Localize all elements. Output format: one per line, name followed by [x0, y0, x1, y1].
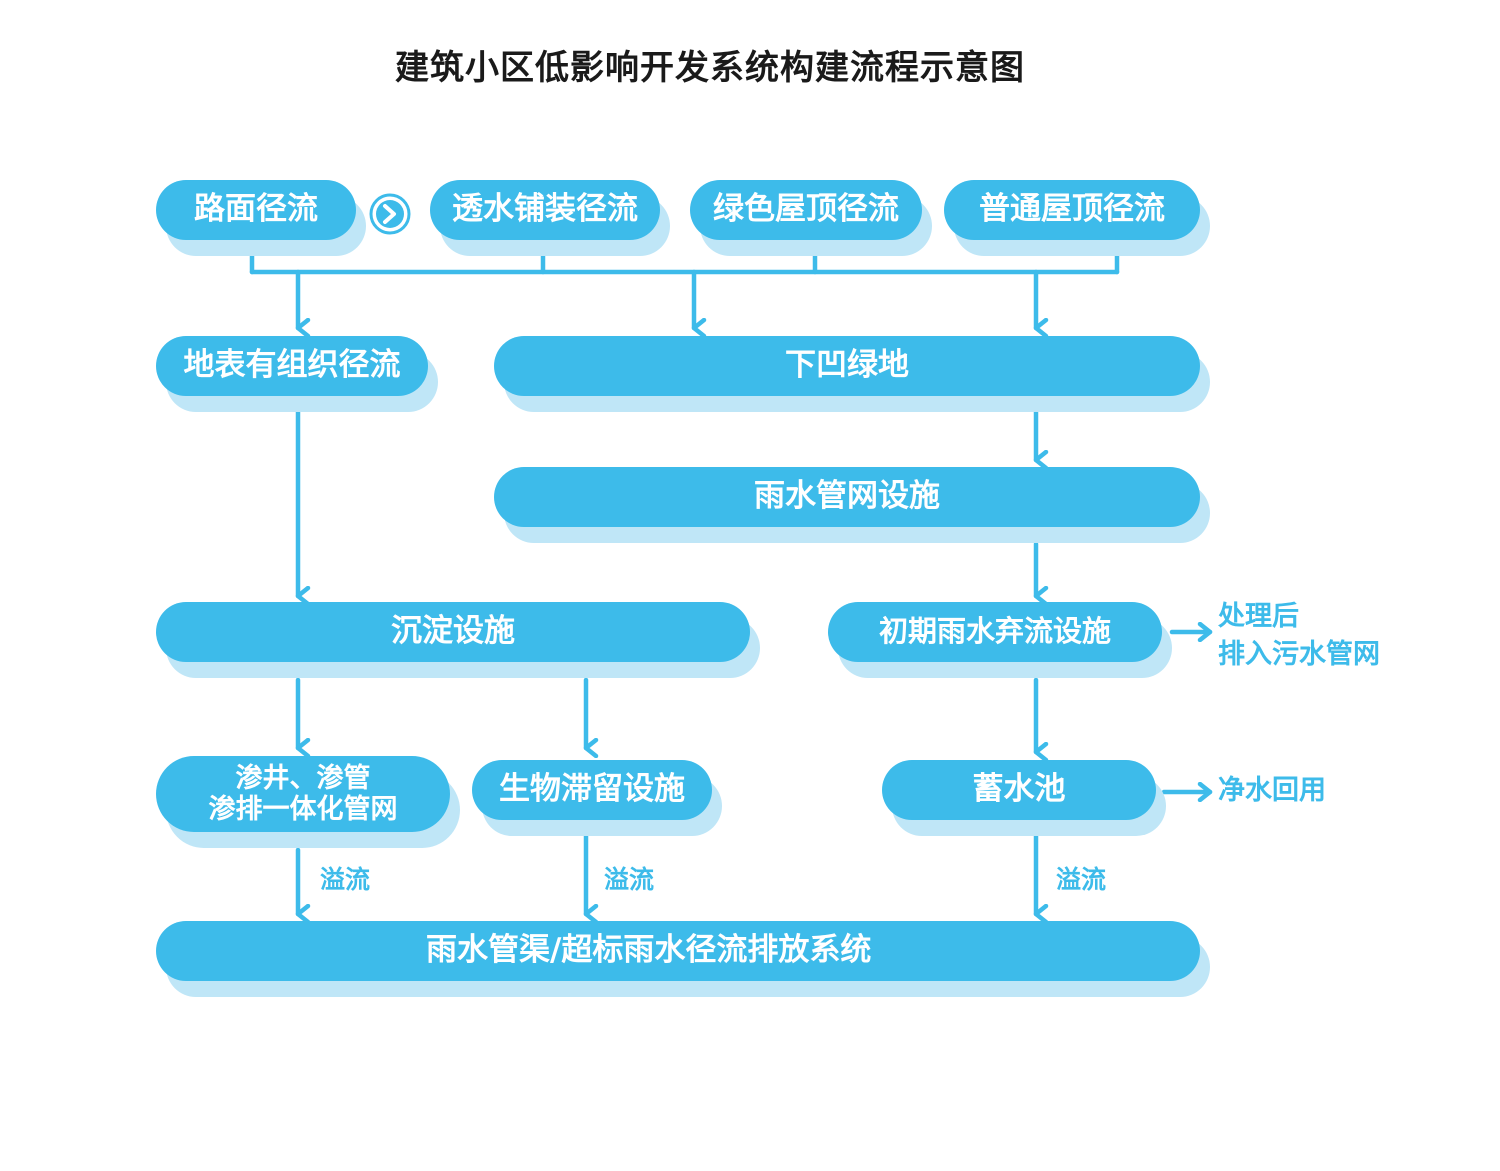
- node-surface-organized-runoff: 地表有组织径流: [156, 336, 428, 396]
- node-infiltration-line1: 渗井、渗管: [235, 762, 371, 794]
- node-ordinary-roof-runoff: 普通屋顶径流: [944, 180, 1200, 240]
- node-sunken-greenland: 下凹绿地: [494, 336, 1200, 396]
- overflow-label-2: 溢流: [604, 865, 655, 894]
- node-infiltration-line2: 渗排一体化管网: [208, 794, 398, 825]
- node-sedimentation: 沉淀设施: [156, 602, 750, 662]
- output-sewer-line1: 处理后: [1218, 601, 1299, 632]
- page-title: 建筑小区低影响开发系统构建流程示意图: [395, 48, 1025, 88]
- node-permeable-runoff: 透水铺装径流: [430, 180, 660, 240]
- node-infiltration: 渗井、渗管 渗排一体化管网: [156, 756, 450, 832]
- chevron-circle-icon: [369, 193, 411, 235]
- overflow-label-1: 溢流: [320, 865, 371, 894]
- node-rain-pipe-facility: 雨水管网设施: [494, 467, 1200, 527]
- node-road-runoff: 路面径流: [156, 180, 356, 240]
- output-sewer-line2: 排入污水管网: [1218, 638, 1380, 670]
- node-green-roof-runoff: 绿色屋顶径流: [690, 180, 922, 240]
- output-reuse: 净水回用: [1218, 775, 1326, 806]
- node-final-system: 雨水管渠/超标雨水径流排放系统: [156, 921, 1200, 981]
- overflow-label-3: 溢流: [1056, 865, 1107, 894]
- output-sewer: 处理后 排入污水管网: [1218, 598, 1380, 674]
- node-storage-tank: 蓄水池: [882, 760, 1156, 820]
- node-initial-diversion: 初期雨水弃流设施: [828, 602, 1162, 662]
- node-bio-retention: 生物滞留设施: [472, 760, 712, 820]
